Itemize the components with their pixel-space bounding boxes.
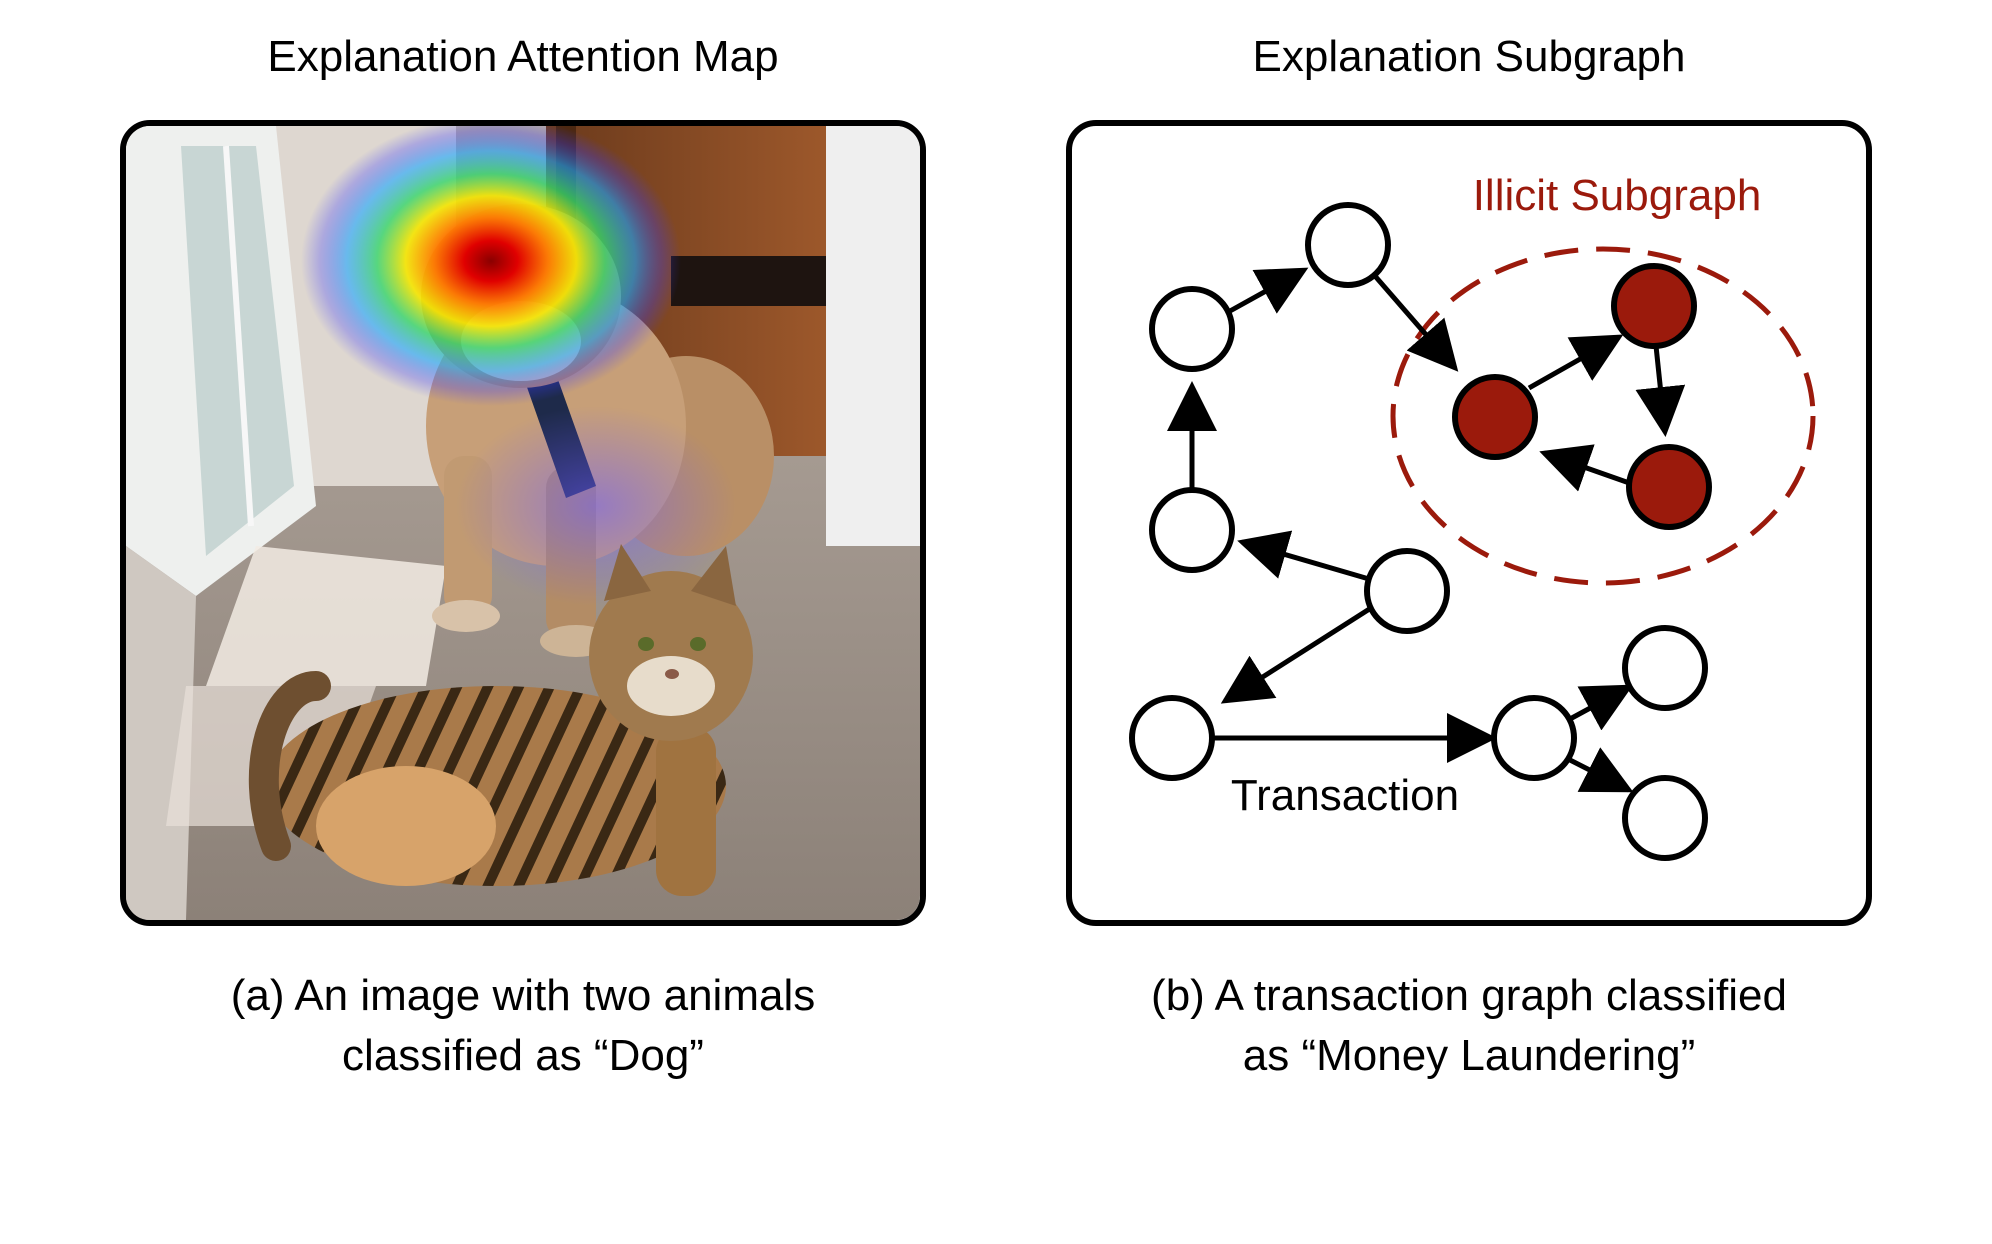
edge	[1527, 334, 1624, 391]
edge	[1539, 444, 1636, 492]
account-node	[1149, 286, 1235, 372]
photo-illustration	[126, 126, 920, 920]
illicit-subgraph-label: Illicit Subgraph	[1473, 171, 1762, 220]
attention-map-caption-line2: classified as “Dog”	[342, 1031, 704, 1080]
illicit-node	[1611, 263, 1697, 349]
attention-map-title: Explanation Attention Map	[267, 32, 779, 81]
illicit-subgraph-boundary	[1390, 246, 1816, 586]
edge	[1568, 747, 1634, 793]
edge	[1237, 530, 1370, 582]
edge	[1568, 684, 1634, 731]
edge	[1635, 345, 1686, 437]
transaction-graph: Illicit Subgraph	[1129, 171, 1816, 861]
account-node	[1622, 625, 1708, 711]
account-node	[1149, 487, 1235, 573]
account-node	[1305, 202, 1391, 288]
account-node	[1622, 775, 1708, 861]
edge	[1228, 267, 1309, 314]
subgraph-caption-line2: as “Money Laundering”	[1242, 1031, 1696, 1080]
edge	[1220, 605, 1373, 704]
account-node	[1129, 695, 1215, 781]
edge-label: Transaction	[1231, 771, 1459, 820]
subgraph-title: Explanation Subgraph	[1252, 32, 1686, 81]
edge	[1373, 274, 1459, 372]
illicit-node	[1452, 374, 1538, 460]
attention-map-caption-line1: (a) An image with two animals	[230, 971, 816, 1020]
illicit-node	[1626, 444, 1712, 530]
subgraph-caption-line1: (b) A transaction graph classified	[1151, 971, 1787, 1020]
attention-map-caption: (a) An image with two animals classified…	[120, 966, 926, 1086]
attention-map-image	[120, 120, 926, 926]
subgraph-caption: (b) A transaction graph classified as “M…	[1066, 966, 1872, 1086]
account-node	[1364, 548, 1450, 634]
account-node	[1491, 695, 1577, 781]
transaction-graph-panel: Illicit Subgraph	[1066, 120, 1872, 926]
